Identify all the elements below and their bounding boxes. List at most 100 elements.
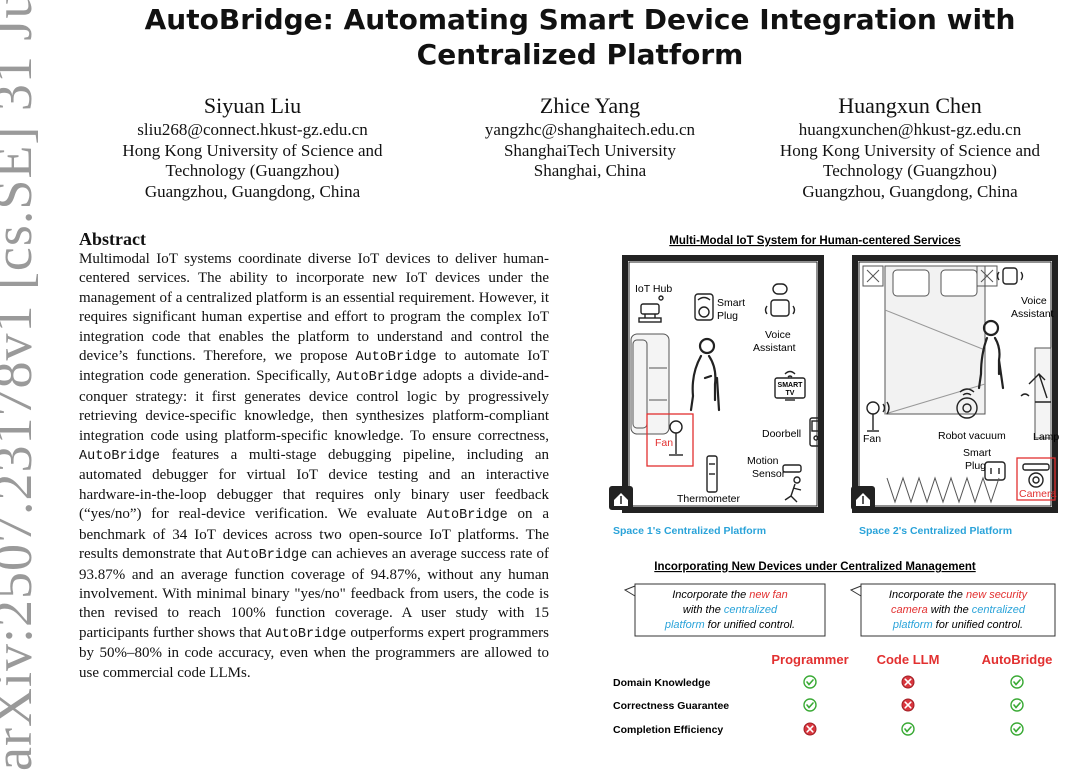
- speech-bubble-1: [623, 583, 826, 637]
- cross-icon: [803, 722, 817, 736]
- bubble2-line3: platform for unified control.: [892, 619, 1023, 631]
- fan-label: Fan: [863, 433, 881, 445]
- check-icon: [1010, 722, 1024, 736]
- cross-icon: [901, 698, 915, 712]
- space1-room: [622, 255, 824, 513]
- author-block-1: Siyuan Liu sliu268@connect.hkust-gz.edu.…: [85, 92, 420, 202]
- author-affiliation: Technology (Guangzhou): [823, 161, 997, 180]
- motion-sensor-label: Sensor: [752, 468, 786, 480]
- figure-1: Multi-Modal IoT System for Human-centere…: [609, 235, 1059, 736]
- elderly-person-icon: [689, 337, 721, 412]
- system-name: AutoBridge: [426, 508, 508, 524]
- smart-tv-label: TV: [786, 390, 795, 397]
- space1-caption: Space 1's Centralized Platform: [613, 525, 766, 537]
- title-line-1: AutoBridge: Automating Smart Device Inte…: [144, 3, 1016, 36]
- thermometer-label: Thermometer: [677, 493, 741, 505]
- doorbell-label: Doorbell: [762, 428, 801, 440]
- voice-assistant-icon: [996, 267, 1024, 285]
- voice-assistant-label: Voice: [1021, 295, 1047, 307]
- new-camera-highlight: [1016, 457, 1056, 501]
- cross-icon: [901, 675, 915, 689]
- author-affiliation: ShanghaiTech University: [503, 140, 677, 160]
- row-label-efficiency: Completion Efficiency: [613, 724, 723, 736]
- col-header-code-llm: Code LLM: [877, 652, 940, 667]
- system-name: AutoBridge: [79, 449, 161, 465]
- smart-tv-icon: [774, 370, 806, 401]
- security-camera-icon: [1022, 463, 1050, 488]
- abstract-text: adopts a divide-and-conquer strategy: it…: [79, 368, 549, 444]
- arxiv-identifier: arXiv:2507.23178v1 [cs.SE] 31 Jul 2025: [0, 0, 43, 771]
- author-email: sliu268@connect.hkust-gz.edu.cn: [137, 120, 368, 139]
- bubble2-line1: Incorporate the new security: [889, 589, 1029, 601]
- sofa-illustration: [630, 333, 670, 435]
- home-platform-icon: [609, 486, 633, 510]
- lamp-icon: [1020, 373, 1051, 403]
- check-icon: [803, 698, 817, 712]
- abstract-text: on a benchmark of 34 IoT devices across …: [79, 506, 549, 563]
- author-block-2: Zhice Yang yangzhc@shanghaitech.edu.cn S…: [440, 92, 740, 182]
- abstract-text: features a multi-stage debugging pipelin…: [79, 447, 549, 523]
- check-icon: [1010, 675, 1024, 689]
- abstract-heading: Abstract: [79, 229, 146, 249]
- voice-assistant-label: Assistant: [1011, 308, 1054, 320]
- abstract-text: can achieves an average success rate of …: [79, 546, 549, 641]
- check-icon: [901, 722, 915, 736]
- bubble2-line2: camera with the centralized: [891, 604, 1026, 616]
- abstract-text: Multimodal IoT systems coordinate divers…: [79, 251, 549, 365]
- voice-assistant-label: Assistant: [753, 342, 796, 354]
- home-platform-icon: [851, 486, 875, 510]
- smart-plug-label: Smart: [963, 447, 991, 459]
- robot-vacuum-icon: [956, 388, 978, 419]
- fan-label: Fan: [655, 437, 673, 449]
- camera-label: Camera: [1019, 488, 1057, 500]
- thermometer-icon: [706, 455, 718, 493]
- bed-illustration: [884, 265, 986, 415]
- bubble1-line1: Incorporate the new fan: [672, 589, 788, 601]
- figure-top-title: Multi-Modal IoT System for Human-centere…: [669, 235, 960, 247]
- bubble1-line3: platform for unified control.: [664, 619, 795, 631]
- author-affiliation: Technology (Guangzhou): [165, 161, 340, 180]
- author-location: Guangzhou, Guangdong, China: [802, 181, 1018, 201]
- author-location: Shanghai, China: [533, 161, 647, 180]
- radiator-illustration: [886, 476, 1000, 504]
- elderly-person-icon: [977, 319, 1005, 390]
- comparison-marks: [803, 675, 1024, 736]
- fan-icon: [669, 420, 683, 456]
- speech-bubble-2: [849, 583, 1056, 637]
- nightstand-illustration: [1034, 347, 1052, 439]
- author-email: huangxunchen@hkust-gz.edu.cn: [798, 120, 1022, 139]
- motion-sensor-label: Motion: [747, 455, 779, 467]
- author-block-3: Huangxun Chen huangxunchen@hkust-gz.edu.…: [745, 92, 1075, 202]
- motion-sensor-icon: [782, 464, 802, 503]
- col-header-programmer: Programmer: [771, 652, 848, 667]
- author-affiliation: Hong Kong University of Science and: [122, 140, 383, 160]
- author-location: Guangzhou, Guangdong, China: [144, 181, 361, 201]
- smart-plug-icon: [694, 293, 714, 321]
- system-name: AutoBridge: [265, 626, 347, 642]
- system-name: AutoBridge: [355, 350, 437, 366]
- fan-icon: [866, 401, 890, 432]
- space2-caption: Space 2's Centralized Platform: [859, 525, 1012, 537]
- paper-title: AutoBridge: Automating Smart Device Inte…: [80, 2, 1078, 72]
- system-name: AutoBridge: [336, 370, 418, 386]
- smart-plug-label: Plug: [965, 460, 986, 472]
- row-label-correctness: Correctness Guarantee: [613, 700, 729, 712]
- row-label-domain-knowledge: Domain Knowledge: [613, 677, 711, 689]
- smart-plug-label: Plug: [717, 310, 738, 322]
- lamp-label: Lamp: [1033, 431, 1059, 443]
- iot-hub-label: IoT Hub: [635, 283, 672, 295]
- section-title: Incorporating New Devices under Centrali…: [654, 561, 976, 573]
- check-icon: [803, 675, 817, 689]
- author-affiliation: Hong Kong University of Science and: [779, 140, 1041, 160]
- smart-plug-label: Smart: [717, 297, 745, 309]
- author-name: Siyuan Liu: [203, 93, 302, 118]
- system-name: AutoBridge: [226, 548, 308, 564]
- col-header-autobridge: AutoBridge: [982, 652, 1053, 667]
- iot-hub-icon: [638, 295, 664, 323]
- voice-assistant-icon: [764, 283, 796, 317]
- author-name: Zhice Yang: [539, 93, 641, 118]
- voice-assistant-label: Voice: [765, 329, 791, 341]
- abstract-body: Multimodal IoT systems coordinate divers…: [79, 250, 549, 767]
- doorbell-icon: [809, 417, 823, 447]
- author-email: yangzhc@shanghaitech.edu.cn: [484, 120, 696, 139]
